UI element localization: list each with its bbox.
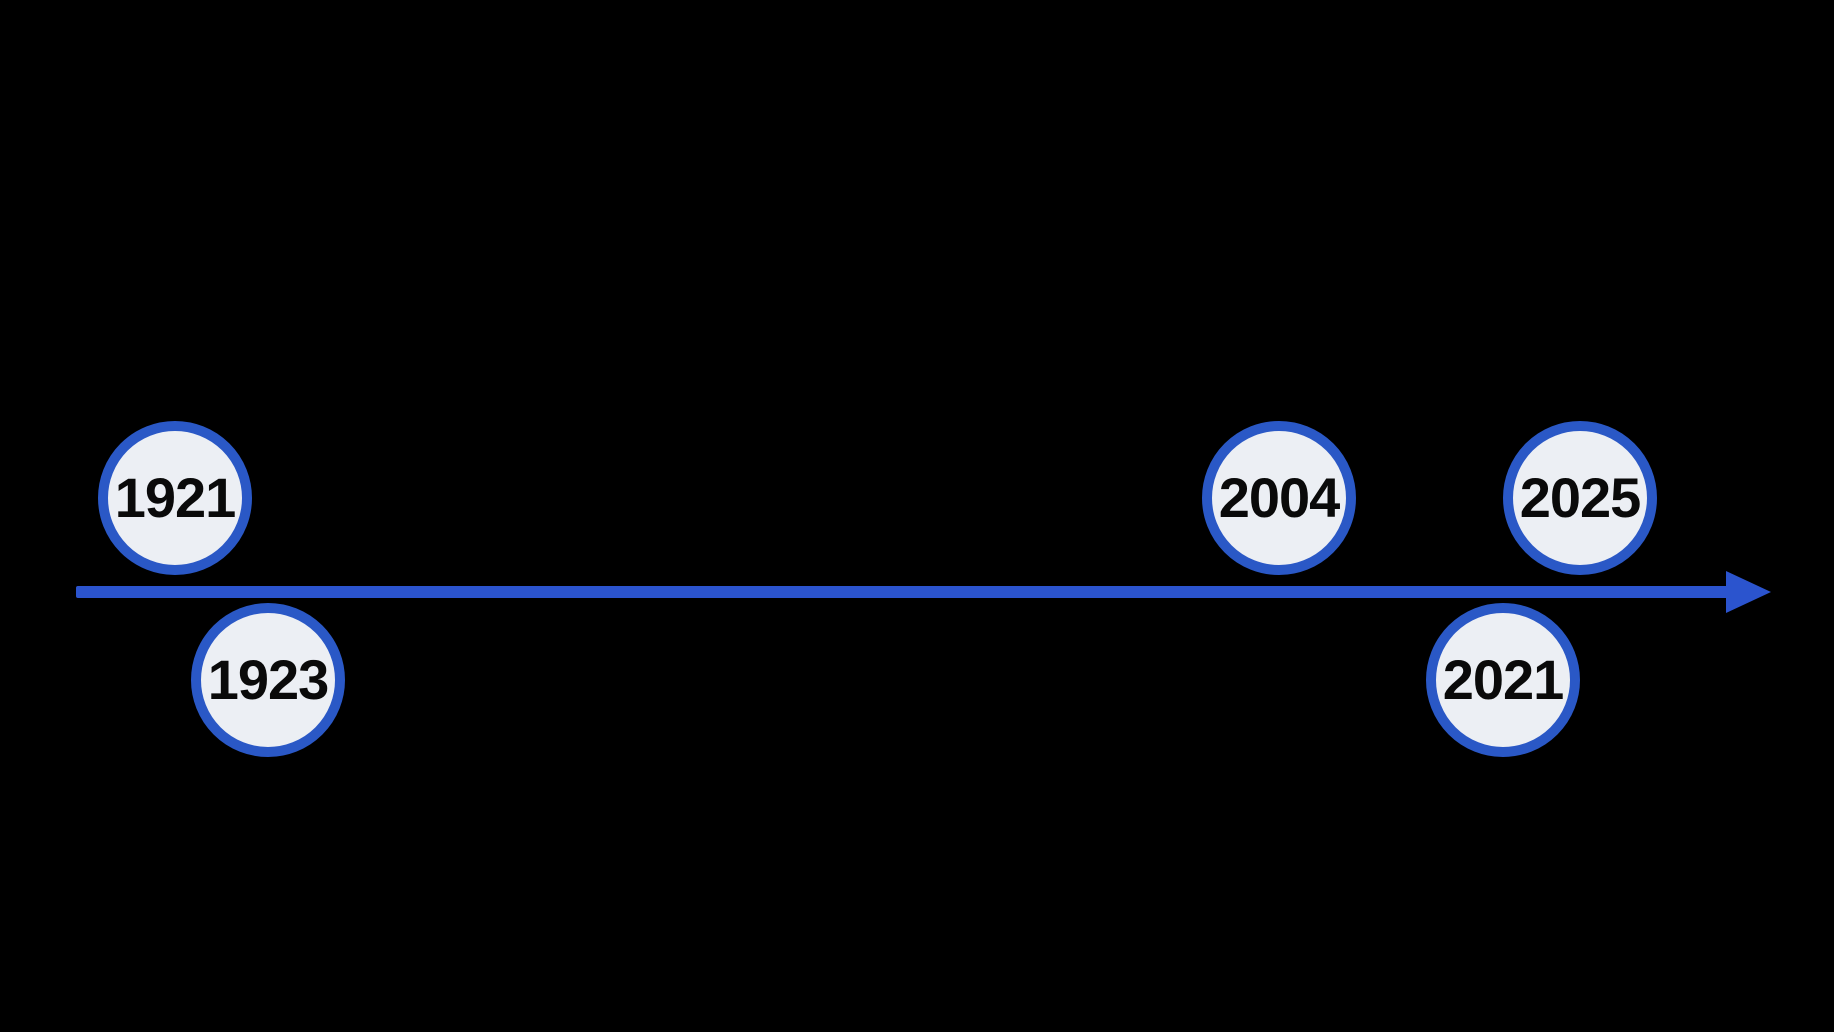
timeline-node-2004: 2004 xyxy=(1202,421,1356,575)
year-label: 1921 xyxy=(114,466,237,529)
year-label: 2025 xyxy=(1519,466,1642,529)
timeline-node-1921: 1921 xyxy=(98,421,252,575)
timeline-axis-line xyxy=(76,586,1732,598)
arrow-right-icon xyxy=(1726,571,1771,613)
timeline-node-1923: 1923 xyxy=(191,603,345,757)
timeline-node-2025: 2025 xyxy=(1503,421,1657,575)
year-label: 1923 xyxy=(207,648,330,711)
year-label: 2021 xyxy=(1442,648,1565,711)
timeline-node-2021: 2021 xyxy=(1426,603,1580,757)
year-label: 2004 xyxy=(1218,466,1341,529)
